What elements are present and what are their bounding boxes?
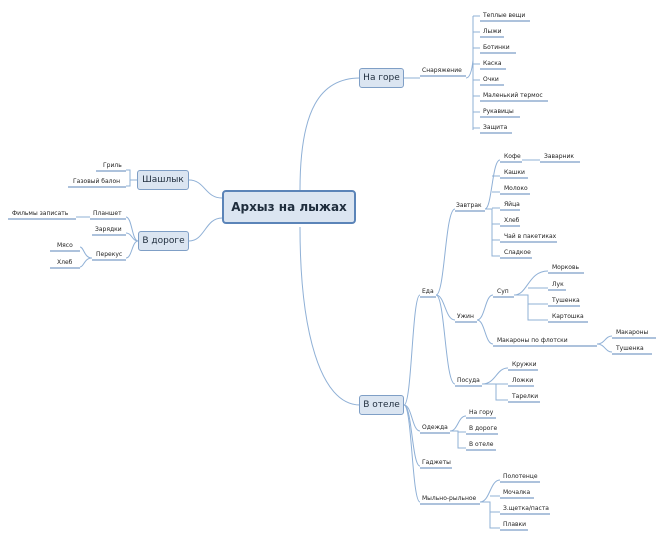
leaf-botinki[interactable]: Ботинки [483,44,510,51]
subtopic-kofe[interactable]: Кофе [504,153,521,160]
leaf-zubnaya-shchetka[interactable]: З.щетка/паста [503,505,549,512]
subtopic-gadzhety[interactable]: Гаджеты [422,459,451,466]
subtopic-uzhin[interactable]: Ужин [457,313,474,320]
leaf-hleb-zavtrak[interactable]: Хлеб [504,217,520,224]
leaf-hleb-doroga[interactable]: Хлеб [57,259,73,266]
leaf-moloko[interactable]: Молоко [504,185,528,192]
leaf-gazovyy-balon[interactable]: Газовый балон [73,178,121,185]
leaf-polotentse[interactable]: Полотенце [503,473,538,480]
subtopic-sup[interactable]: Суп [497,288,509,295]
leaf-makarony[interactable]: Макароны [616,329,649,336]
leaf-rukavitsy[interactable]: Рукавицы [483,108,514,115]
leaf-morkov[interactable]: Морковь [552,264,580,271]
leaf-mochalka[interactable]: Мочалка [503,489,531,496]
leaf-tarelki[interactable]: Тарелки [512,393,539,400]
leaf-kartoshka[interactable]: Картошка [552,313,584,320]
leaf-kaska[interactable]: Каска [483,60,502,67]
leaf-luk[interactable]: Лук [552,281,564,288]
leaf-tushenka-makarony[interactable]: Тушенка [616,345,644,352]
link-root-na-gore [299,77,361,191]
subtopic-odezhda[interactable]: Одежда [422,424,448,431]
leaf-gril[interactable]: Гриль [103,162,122,169]
subtopic-mylno-rylnoe[interactable]: Мыльно-рыльное [422,495,477,502]
topic-na-gore[interactable]: На горе [359,68,404,88]
leaf-yaytsa[interactable]: Яйца [504,201,520,208]
leaf-filmy-zapisat[interactable]: Фильмы записать [12,210,69,217]
link-root-shashlyk [188,179,223,199]
subtopic-posuda[interactable]: Посуда [457,377,480,384]
leaf-myaso[interactable]: Мясо [57,242,73,249]
leaf-lyzhi[interactable]: Лыжи [483,28,502,35]
topic-v-doroge[interactable]: В дороге [138,231,189,251]
link-root-v-otele [299,226,361,406]
subtopic-makarony-po-flotski[interactable]: Макароны по флотски [497,337,568,344]
leaf-malenkiy-termos[interactable]: Маленький термос [483,92,543,99]
subtopic-eda[interactable]: Еда [422,288,434,295]
topic-shashlyk[interactable]: Шашлык [137,170,189,190]
subtopic-snaryazhenie[interactable]: Снаряжение [422,67,462,74]
subtopic-planshet[interactable]: Планшет [93,210,122,217]
link-root-v-doroge [188,217,223,242]
subtopic-perekus[interactable]: Перекус [96,251,123,258]
topic-v-otele[interactable]: В отеле [359,395,404,415]
root-topic[interactable]: Архыз на лыжах [222,190,356,224]
leaf-na-goru[interactable]: На гору [469,409,494,416]
leaf-chay[interactable]: Чай в пакетиках [504,233,557,240]
leaf-zashchita[interactable]: Защита [483,124,508,131]
leaf-v-otele-odezhda[interactable]: В отеле [469,441,494,448]
leaf-v-doroge-odezhda[interactable]: В дороге [469,425,498,432]
leaf-zavarnik[interactable]: Заварник [544,153,574,160]
leaf-kashki[interactable]: Кашки [504,169,525,176]
leaf-tushenka-sup[interactable]: Тушенка [552,297,580,304]
leaf-kruzhki[interactable]: Кружки [512,361,537,368]
leaf-ochki[interactable]: Очки [483,76,499,83]
leaf-plavki[interactable]: Плавки [503,521,527,528]
leaf-lozhki[interactable]: Ложки [512,377,534,384]
leaf-zaryadki[interactable]: Зарядки [95,226,122,233]
leaf-teplye-veshchi[interactable]: Теплые вещи [483,12,526,19]
subtopic-zavtrak[interactable]: Завтрак [456,202,482,209]
leaf-sladkoe[interactable]: Сладкое [504,249,531,256]
